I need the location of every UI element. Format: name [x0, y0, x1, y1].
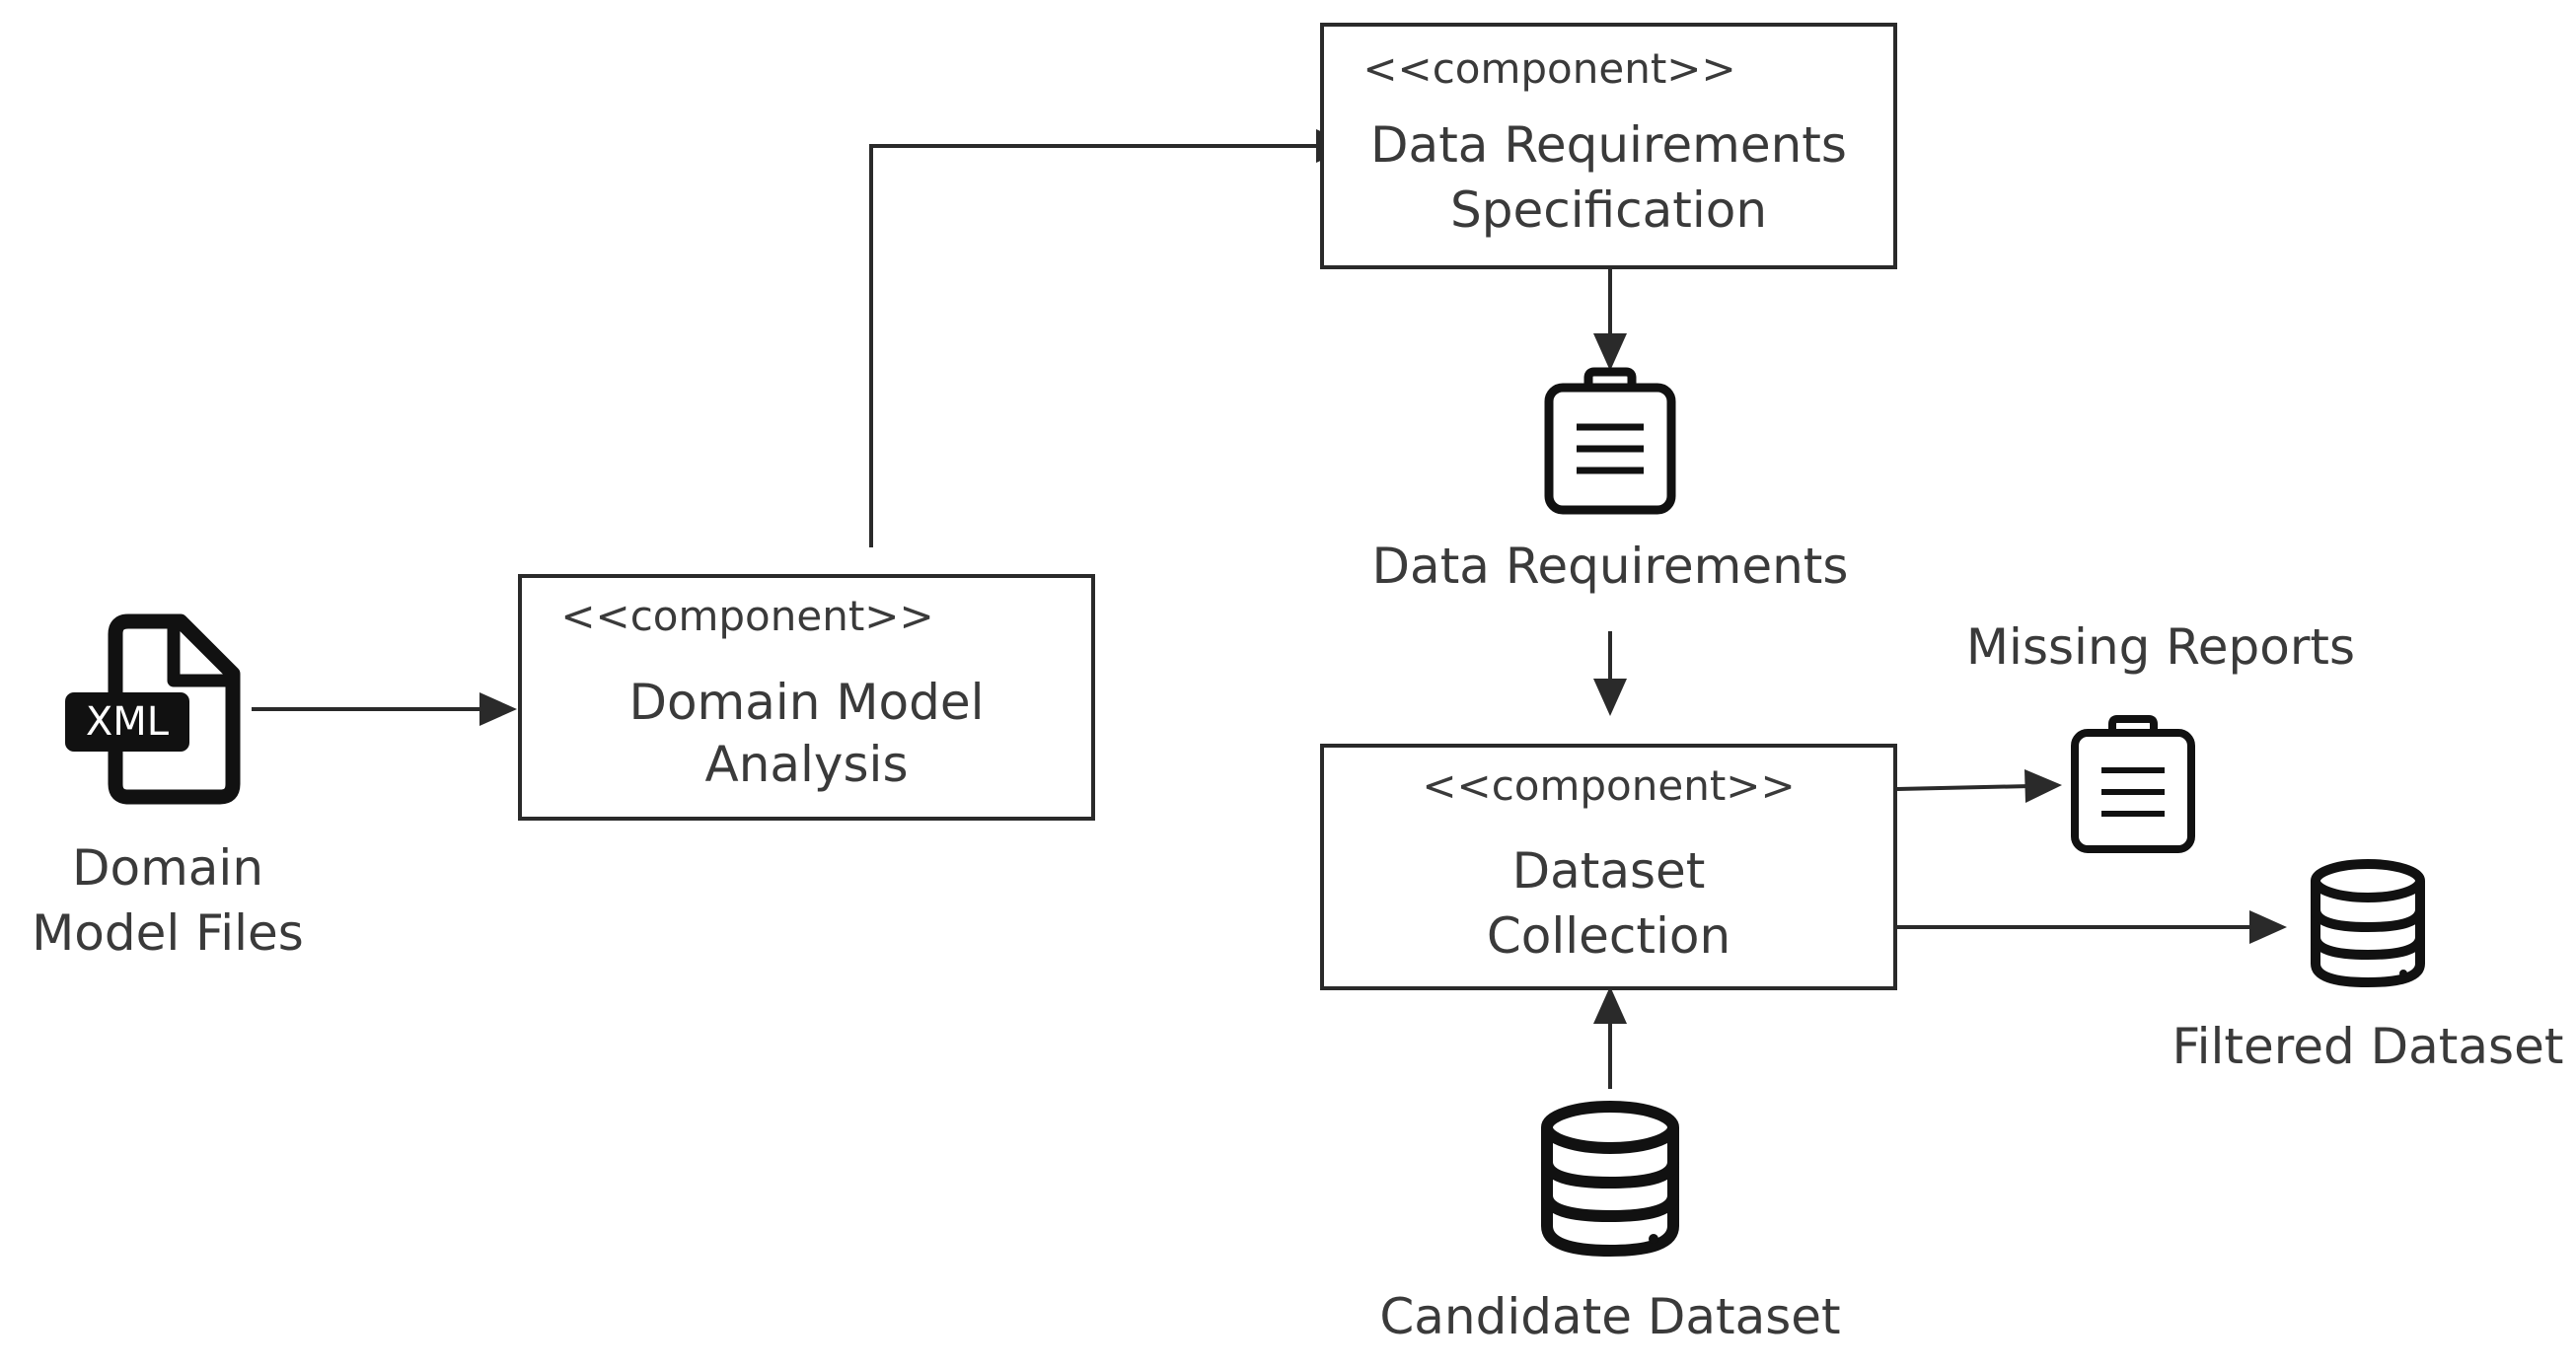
component-name: Collection — [1486, 907, 1731, 965]
label-line: Model Files — [32, 904, 304, 962]
arrowhead-spec-to-requirements — [1593, 333, 1627, 371]
flow-collection-to-missing — [1896, 784, 2031, 791]
component-dataset-collection: <<component>> Dataset Collection — [1320, 744, 1897, 990]
database-icon — [1541, 1101, 1679, 1258]
component-name: Analysis — [704, 736, 909, 793]
missing-reports-label: Missing Reports — [1965, 618, 2356, 676]
component-name: Dataset — [1511, 842, 1706, 900]
arrowhead-xml-to-analysis — [479, 692, 517, 726]
arrowhead-requirements-to-collection — [1593, 679, 1627, 716]
component-name: Specification — [1449, 181, 1768, 239]
svg-text:XML: XML — [86, 699, 170, 745]
filtered-dataset-label: Filtered Dataset — [2171, 1018, 2564, 1075]
clipboard-icon — [1544, 367, 1676, 515]
candidate-dataset-label: Candidate Dataset — [1379, 1288, 1841, 1345]
data-requirements-label: Data Requirements — [1371, 538, 1849, 595]
clipboard-icon — [2071, 715, 2195, 853]
stereotype-label: <<component>> — [560, 592, 934, 640]
component-name: Data Requirements — [1370, 116, 1847, 174]
arrowhead-collection-to-missing — [2024, 769, 2062, 803]
arrowhead-candidate-to-collection — [1593, 986, 1627, 1024]
domain-model-files-label: Domain Model Files — [20, 835, 316, 966]
component-name: Domain Model — [628, 674, 985, 731]
stereotype-label: <<component>> — [1362, 44, 1736, 93]
label-line: Domain — [71, 839, 264, 897]
component-domain-model-analysis: <<component>> Domain Model Analysis — [518, 574, 1095, 821]
xml-file-icon: XML — [65, 613, 241, 805]
component-data-requirements-specification: <<component>> Data Requirements Specific… — [1320, 23, 1897, 269]
stereotype-label: <<component>> — [1422, 761, 1796, 810]
arrowhead-collection-to-filtered — [2249, 910, 2287, 944]
flow-analysis-to-spec — [869, 144, 1316, 547]
database-icon — [2311, 859, 2425, 988]
